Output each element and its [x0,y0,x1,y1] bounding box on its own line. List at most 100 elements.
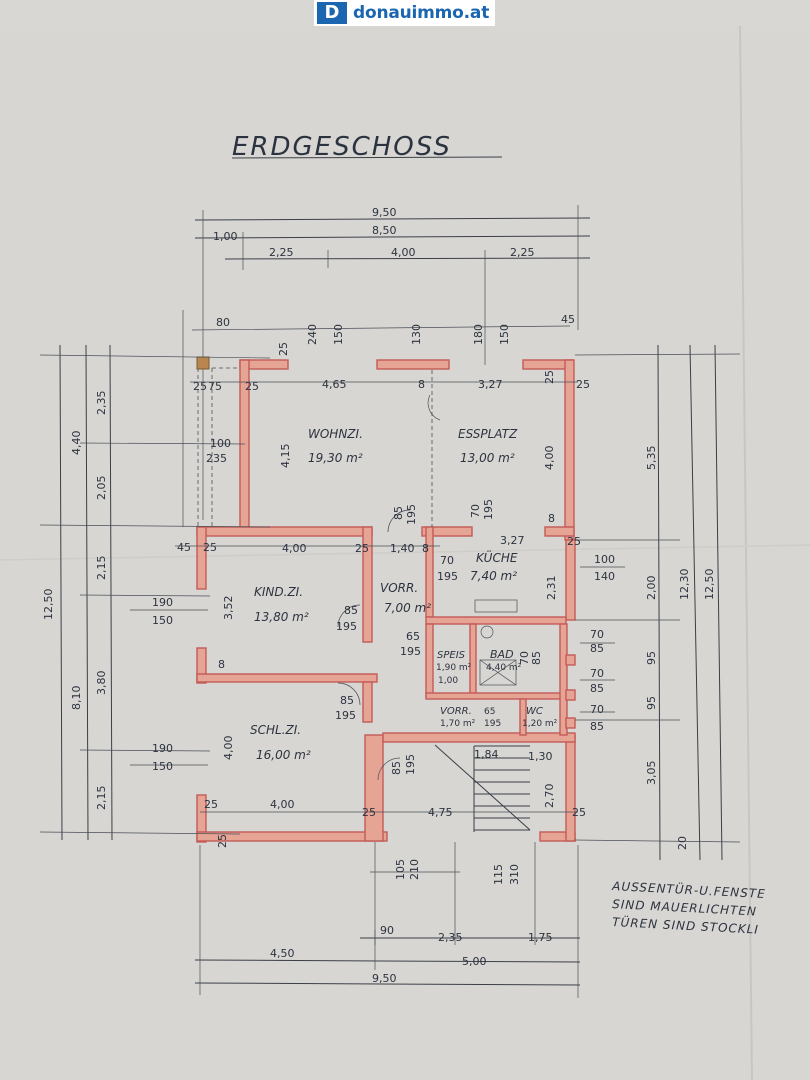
dim-sd-85: 85 [340,694,354,707]
dim-kue-70: 70 [440,554,454,567]
room-wohnzimmer-area: 19,30 m² [308,451,363,465]
dim-wall-25f: 25 [203,541,217,554]
dim-window-80: 80 [216,316,230,329]
dim-window-150c: 150 [152,614,173,627]
dim-right-85a: 85 [590,642,604,655]
room-essplatz-area: 13,00 m² [460,451,515,465]
dim-st-270: 2,70 [543,784,556,809]
dim-kue-width: 3,27 [500,534,525,547]
dim-bottom-175: 1,75 [528,931,553,944]
room-kinderzimmer-name: KIND.ZI. [254,585,303,599]
dim-bad-70: 70 [518,651,531,665]
dim-bottom-450: 4,50 [270,947,295,960]
dim-sp-65: 65 [406,630,420,643]
dim-ess-width: 3,27 [478,378,503,391]
dim-kind-height: 3,52 [222,596,235,621]
dim-door-195b: 195 [482,499,495,520]
dim-b-115: 115 [492,864,505,885]
dim-right-200: 2,00 [645,576,658,601]
dim-window-130: 130 [410,324,423,345]
dim-right-140: 140 [594,570,615,583]
dim-st-130: 1,30 [528,750,553,763]
paper-fold [739,25,753,1080]
dim-right-85b: 85 [590,682,604,695]
door-swings [337,394,441,781]
dim-wall-25g: 25 [355,542,369,555]
room-schlafzimmer-area: 16,00 m² [256,748,311,762]
dim-st-195: 195 [404,754,417,775]
dim-vor-width: 1,40 [390,542,415,555]
dim-door-70: 70 [469,504,482,518]
dim-wall-25a: 25 [277,342,290,356]
dim-wall-8d: 8 [218,658,225,671]
top-dimension-lines [191,205,591,520]
room-speis-name: SPEIS [437,650,466,661]
dim-wall-25i: 25 [204,798,218,811]
dim-left-380: 3,80 [95,671,108,696]
dim-wall-25e: 25 [576,378,590,391]
dim-b-210: 210 [408,859,421,880]
logo-mark: D [317,2,347,24]
walls [196,359,576,843]
dim-v2-195: 195 [484,719,501,729]
dim-sp-100: 1,00 [438,676,458,686]
dim-vd-85: 85 [344,604,358,617]
dim-right-100: 100 [594,553,615,566]
paper-fold [0,544,810,561]
room-schlafzimmer-name: SCHL.ZI. [250,723,301,737]
dim-bottom-235: 2,35 [438,931,463,944]
dim-kue-height: 2,31 [545,576,558,601]
room-bad-area: 4,40 m² [486,663,522,673]
dim-vd-195: 195 [336,620,357,633]
dim-right-1230: 12,30 [678,569,691,601]
dim-left-235: 2,35 [95,391,108,416]
dim-wall-25h: 25 [567,535,581,548]
dim-bottom-500: 5,00 [462,955,487,968]
dim-st-85: 85 [390,761,403,775]
dim-window-190b: 190 [152,742,173,755]
bottom-dimension-lines [194,845,581,998]
dim-right-1250: 12,50 [703,569,716,601]
dim-door-235: 235 [206,452,227,465]
dim-right-535: 5,35 [645,446,658,471]
dim-window-150d: 150 [152,760,173,773]
room-essplatz-name: ESSPLATZ [458,427,518,441]
dim-right-95a: 95 [645,651,658,665]
room-vorraum-name: VORR. [380,581,418,595]
dim-right-85c: 85 [590,720,604,733]
dim-window-45: 45 [561,313,575,326]
dim-right-95b: 95 [645,696,658,710]
dim-wohn-height: 4,15 [279,444,292,469]
room-wohnzimmer-name: WOHNZI. [308,427,363,441]
fixtures [474,599,518,686]
dim-window-240: 240 [306,324,319,345]
right-dimension-lines [574,344,741,861]
dim-schl-width: 4,00 [270,798,295,811]
dim-schl-height: 4,00 [222,736,235,761]
dim-left-215a: 2,15 [95,556,108,581]
logo-text: donauimmo.at [353,3,490,23]
dim-b-105: 105 [394,859,407,880]
dim-door-100: 100 [210,437,231,450]
dim-wall-8a: 8 [418,378,425,391]
dim-st-width: 4,75 [428,806,453,819]
dim-bottom-total: 9,50 [372,972,397,985]
entrance-lines [370,842,536,945]
room-speis-area: 1,90 m² [436,663,472,673]
dim-left-215b: 2,15 [95,786,108,811]
dim-wall-25j: 25 [362,806,376,819]
dim-wall-8c: 8 [422,542,429,555]
staircase [434,744,531,832]
room-vorraum2-area: 1,70 m² [440,719,476,729]
dim-right-20: 20 [676,836,689,850]
dim-left-810: 8,10 [70,686,83,711]
title-underline [231,156,503,159]
dim-kue-195: 195 [437,570,458,583]
dim-right-70a: 70 [590,628,604,641]
dim-b-310: 310 [508,864,521,885]
dim-left-total: 12,50 [42,589,55,621]
room-vorraum2-name: VORR. [440,706,472,717]
dim-right-70c: 70 [590,703,604,716]
dim-ess-height: 4,00 [543,446,556,471]
room-vorraum-area: 7,00 m² [384,601,431,615]
